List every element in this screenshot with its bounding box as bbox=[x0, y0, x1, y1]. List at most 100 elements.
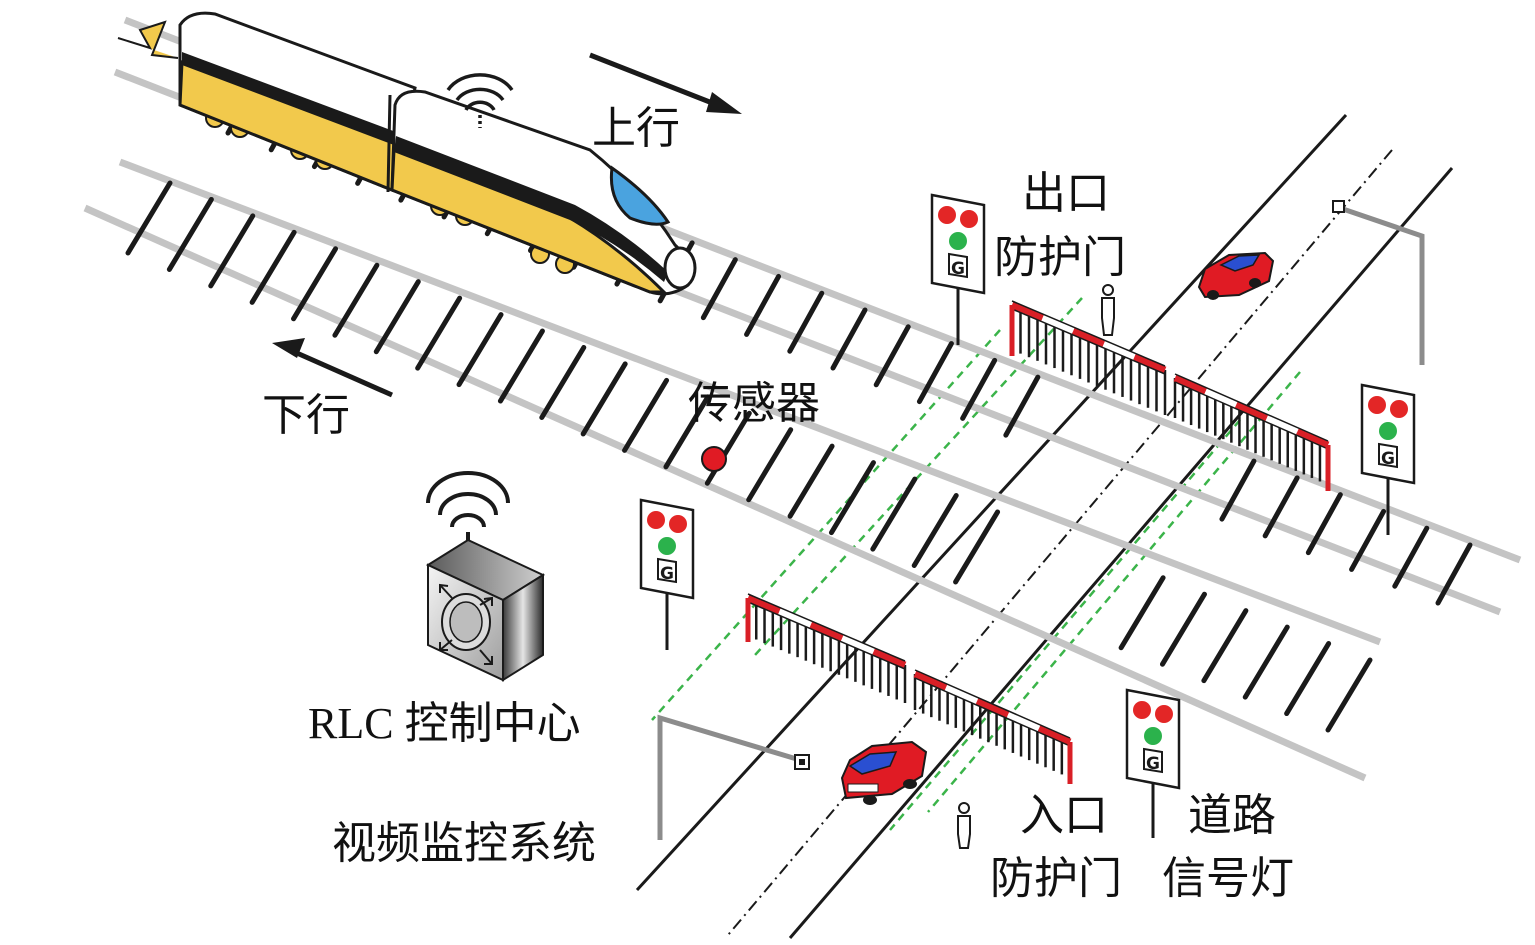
rlc-control-center-icon bbox=[425, 471, 546, 682]
track-tie bbox=[953, 509, 1001, 585]
signal-red-light bbox=[938, 206, 956, 224]
track-tie bbox=[125, 180, 173, 256]
signal-red-light bbox=[960, 210, 978, 228]
gate-boom-segment bbox=[1102, 340, 1136, 361]
track-tie bbox=[746, 427, 794, 503]
gate-boom-segment bbox=[1295, 428, 1330, 449]
signal-green-light bbox=[1144, 727, 1162, 745]
track-tie bbox=[1349, 508, 1387, 572]
gate-boom-segment bbox=[1234, 401, 1269, 422]
up-direction-label: 上行 bbox=[592, 103, 680, 154]
gate-boom-segment bbox=[1265, 414, 1299, 435]
pantograph-spark bbox=[117, 20, 179, 59]
track-tie bbox=[744, 273, 782, 337]
gate-boom-outline bbox=[1011, 308, 1166, 375]
track-tie bbox=[208, 213, 256, 289]
gate-boom-outline bbox=[914, 677, 1071, 747]
track-tie bbox=[539, 344, 587, 420]
track-tie bbox=[497, 328, 545, 404]
gate-boom-outline bbox=[1174, 373, 1329, 442]
signal-sign-text: G bbox=[951, 259, 965, 279]
gate-boom-segment bbox=[1041, 314, 1075, 335]
down-direction-arrow bbox=[272, 338, 394, 398]
track-tie bbox=[1219, 458, 1257, 522]
road-edge-left bbox=[635, 113, 1348, 892]
track-tie bbox=[787, 290, 825, 354]
track-tie bbox=[1262, 475, 1300, 539]
signal-red-light bbox=[1368, 396, 1386, 414]
track-down bbox=[83, 158, 1382, 782]
track-tie bbox=[873, 324, 911, 388]
signal-sign-box bbox=[1378, 442, 1398, 469]
gate-boom-outline bbox=[1174, 381, 1329, 450]
gate-boom-segment bbox=[840, 634, 875, 655]
sensor-label: 传感器 bbox=[688, 378, 820, 429]
train-windshield bbox=[609, 165, 671, 226]
track-tie bbox=[291, 246, 339, 322]
track-tie bbox=[580, 361, 628, 437]
control-center-label: RLC 控制中心 bbox=[308, 699, 581, 748]
track-tie bbox=[700, 257, 738, 321]
signal-red-light bbox=[1155, 705, 1173, 723]
rail bbox=[83, 204, 1367, 782]
gate-boom-segment bbox=[1037, 725, 1072, 746]
entry-gate-left bbox=[745, 593, 907, 703]
track-tie bbox=[373, 279, 421, 355]
track-tie bbox=[911, 493, 959, 569]
cctv-camera-icon bbox=[657, 714, 810, 840]
track-tie bbox=[332, 262, 380, 338]
gate-boom-segment bbox=[872, 648, 907, 669]
entry-gate-label-line2: 防护门 bbox=[990, 853, 1122, 904]
signal-sign-box bbox=[948, 252, 968, 279]
gate-boom-outline bbox=[747, 601, 906, 670]
track-tie bbox=[456, 312, 504, 388]
track-tie bbox=[249, 229, 297, 305]
track-tie bbox=[787, 443, 835, 519]
detection-line-exit-outer bbox=[754, 297, 1083, 656]
gate-boom-segment bbox=[1204, 388, 1238, 409]
road-signal-label-line2: 信号灯 bbox=[1162, 853, 1294, 904]
signal-green-light bbox=[658, 537, 676, 555]
signal-sign-text: G bbox=[1146, 754, 1160, 774]
track-tie bbox=[663, 394, 711, 470]
exit-gate-right bbox=[1173, 373, 1331, 491]
traffic-signal-icon: G bbox=[1125, 688, 1181, 838]
wireless-icon bbox=[446, 73, 514, 128]
track-tie bbox=[1325, 657, 1373, 733]
track-tie bbox=[1242, 624, 1290, 700]
track-tie bbox=[415, 295, 463, 371]
wireless-icon bbox=[426, 471, 510, 548]
pedestrian-icon bbox=[957, 802, 971, 849]
signal-green-light bbox=[1379, 422, 1397, 440]
exit-gate-left bbox=[1009, 300, 1167, 415]
track-tie bbox=[166, 196, 214, 272]
up-direction-arrow bbox=[589, 52, 742, 114]
signal-red-light bbox=[1390, 400, 1408, 418]
signal-sign-box bbox=[657, 557, 677, 584]
track-tie bbox=[1118, 575, 1166, 651]
gate-boom-segment bbox=[778, 608, 813, 629]
gate-boom-segment bbox=[1133, 353, 1167, 374]
gate-boom-segment bbox=[746, 594, 781, 615]
traffic-signal-icon: G bbox=[930, 193, 986, 345]
track-tie bbox=[1435, 542, 1473, 606]
detection-line-exit-inner bbox=[927, 371, 1301, 813]
gate-boom-outline bbox=[747, 593, 906, 662]
train-car-joint bbox=[386, 94, 392, 193]
signal-green-light bbox=[949, 232, 967, 250]
pedestrian-icon bbox=[1101, 284, 1115, 336]
train-front-stripe bbox=[394, 136, 668, 282]
track-tie bbox=[622, 377, 670, 453]
signal-red-light bbox=[669, 515, 687, 533]
track-down-ties bbox=[125, 180, 1373, 733]
train-rear-stripe bbox=[182, 52, 404, 148]
gate-boom-segment bbox=[913, 670, 948, 691]
track-tie bbox=[830, 307, 868, 371]
signal-sign-text: G bbox=[660, 564, 674, 584]
gate-boom-outline bbox=[1011, 300, 1166, 367]
gate-boom-outline bbox=[914, 669, 1071, 739]
rail bbox=[118, 158, 1382, 646]
train-nose bbox=[663, 246, 697, 290]
track-tie bbox=[1201, 608, 1249, 684]
road-centerline bbox=[727, 149, 1393, 936]
